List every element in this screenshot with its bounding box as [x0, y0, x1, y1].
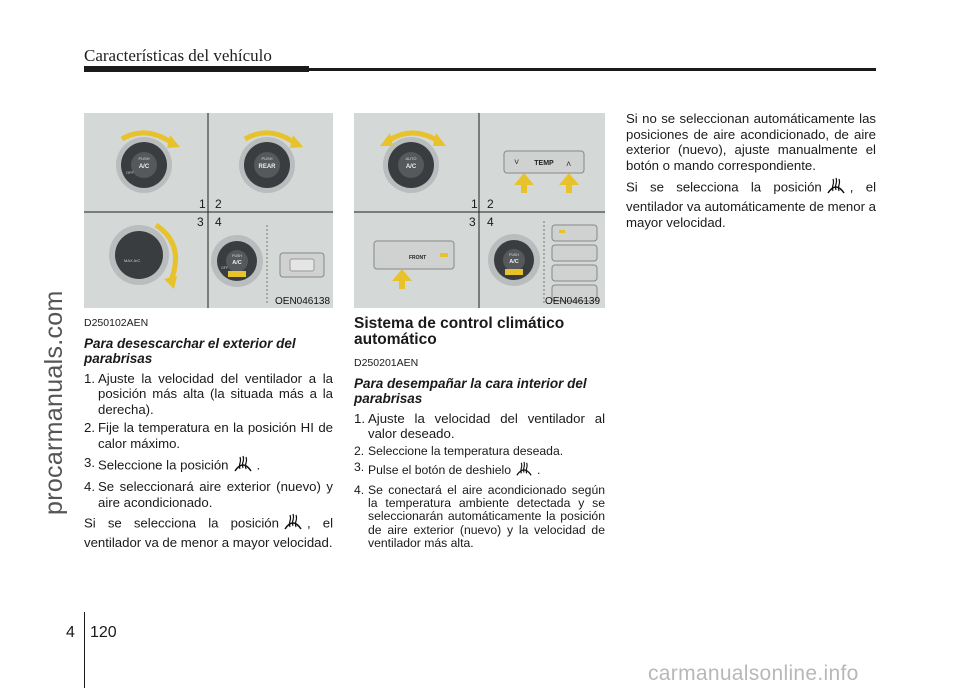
left-section-code: D250102AEN [84, 317, 149, 329]
section-number: 4 [66, 624, 75, 641]
middle-section-code: D250201AEN [354, 357, 419, 369]
svg-text:PUSH: PUSH [138, 156, 149, 161]
fig2-label-1: 1 [471, 197, 478, 211]
svg-text:OFF: OFF [221, 266, 228, 270]
fig2-label-2: 2 [487, 197, 494, 211]
right-paragraph-2: Si se selecciona la posición, el ventila… [626, 177, 876, 230]
chapter-title: Características del vehículo [84, 46, 272, 65]
middle-subtitle: Para desempañar la cara interior del par… [354, 375, 587, 406]
middle-step: 1.Ajuste la velocidad del ventilador al … [354, 410, 605, 442]
side-watermark-text: procarmanuals.com [40, 290, 68, 515]
fig2-label-4: 4 [487, 215, 494, 229]
svg-text:PUSH: PUSH [261, 156, 272, 161]
svg-text:FRONT: FRONT [409, 255, 426, 261]
left-steps: 1.Ajuste la velocidad del ventilador a l… [84, 371, 333, 511]
figure-1-illustration: PUSH A/C OFF PUSH REAR MAX A/C PUSH A/C … [84, 113, 333, 308]
svg-text:PUSH: PUSH [509, 253, 519, 257]
defrost-icon [282, 513, 304, 535]
header-rule-accent [84, 66, 309, 72]
svg-text:PUSH: PUSH [232, 254, 242, 258]
right-column: Si no se seleccionan automáticamente las… [626, 111, 876, 230]
svg-text:A/C: A/C [509, 259, 519, 265]
right-paragraph-1: Si no se seleccionan automáticamente las… [626, 111, 876, 173]
bottom-watermark: carmanualsonline.info [648, 662, 859, 685]
defrost-icon [232, 455, 254, 477]
figure-2-illustration: AUTO A/C TEMP ˅ ˄ FRONT PUSH A/C [354, 113, 605, 308]
header-rule [84, 68, 876, 71]
defrost-icon [825, 177, 847, 199]
svg-text:˄: ˄ [566, 159, 571, 169]
middle-steps: 1.Ajuste la velocidad del ventilador al … [354, 411, 605, 551]
fig1-label-1: 1 [199, 197, 206, 211]
middle-heading: Sistema de control climático automático [354, 315, 565, 348]
middle-column: Sistema de control climático automático … [354, 316, 605, 554]
svg-text:MAX A/C: MAX A/C [124, 258, 140, 263]
left-step: 3.Seleccione la posición. [84, 455, 333, 477]
figure-1-code: OEN046138 [275, 296, 331, 307]
defrost-icon [514, 461, 534, 480]
middle-step: 2.Seleccione la temperatura deseada. [354, 443, 564, 458]
left-step: 1.Ajuste la velocidad del ventilador a l… [84, 370, 333, 417]
fig1-label-3: 3 [197, 215, 204, 229]
left-paragraph: Si se selecciona la posición, el ventila… [84, 513, 333, 550]
svg-text:A/C: A/C [139, 164, 150, 170]
fig2-label-3: 3 [469, 215, 476, 229]
svg-text:A/C: A/C [406, 164, 417, 170]
middle-step: 3.Pulse el botón de deshielo. [354, 460, 605, 480]
svg-text:A/C: A/C [232, 260, 242, 266]
svg-text:REAR: REAR [258, 164, 276, 170]
side-watermark: procarmanuals.com [6, 160, 68, 520]
page-number: 120 [90, 624, 117, 641]
svg-text:AUTO: AUTO [405, 156, 416, 161]
left-step: 4.Se seleccionará aire exterior (nuevo) … [84, 479, 333, 510]
footer-rule [84, 612, 85, 688]
left-subtitle: Para desescarchar el exterior del parabr… [84, 335, 296, 366]
figure-1-defrost-controls: PUSH A/C OFF PUSH REAR MAX A/C PUSH A/C … [84, 113, 333, 308]
svg-text:˅: ˅ [514, 157, 519, 167]
figure-2-code: OEN046139 [545, 296, 601, 307]
fig1-label-4: 4 [215, 215, 222, 229]
figure-2-auto-climate: AUTO A/C TEMP ˅ ˄ FRONT PUSH A/C 1 2 3 4… [354, 113, 605, 308]
fig1-label-2: 2 [215, 197, 222, 211]
svg-text:TEMP: TEMP [534, 160, 554, 167]
svg-text:OFF: OFF [126, 170, 135, 175]
left-step: 2.Fije la temperatura en la posición HI … [84, 420, 333, 451]
middle-step: 4.Se conectará el aire acondicionado seg… [354, 482, 605, 551]
left-column: D250102AEN Para desescarchar el exterior… [84, 316, 333, 551]
